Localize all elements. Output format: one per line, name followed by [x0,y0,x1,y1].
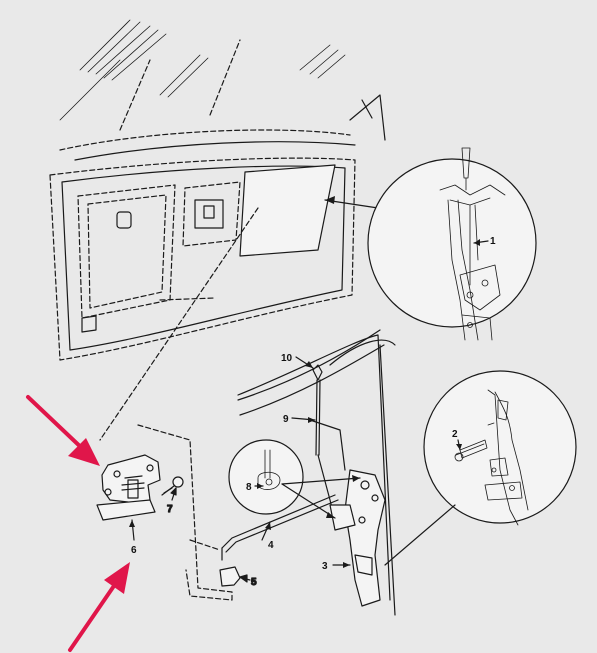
red-pointer-arrow-lower [68,562,130,652]
bolt-7: 7 [161,476,184,516]
callout-leader-3: 3 [322,561,351,572]
detail-circle-8: 8 [228,439,361,519]
rear-window-hatching [59,19,346,121]
detail-circle-1: 1 [367,147,537,341]
callout-10: 10 [281,353,293,364]
vehicle-roof-outline [59,39,386,161]
callout-leader-6: 6 [129,519,137,556]
red-pointer-arrow-upper [26,395,100,466]
callout-1: 1 [490,236,496,247]
handle-rod-dash [189,539,221,551]
detail-circle-2: 2 [423,370,577,526]
callout-8: 8 [246,482,252,493]
callout-3: 3 [322,561,328,572]
door-panel [49,157,356,361]
callout-5: 5 [251,577,257,588]
door-handle-assembly [96,454,161,521]
latch-assembly [329,469,386,607]
leader-detail2-to-latch [384,504,456,566]
handle-area-outline [137,424,233,601]
callout-6: 6 [131,545,137,556]
leader-cover-to-handle [99,207,259,441]
clip-5: 5 [219,566,258,589]
callout-2: 2 [452,429,458,440]
callout-leader-10: 10 [281,353,314,369]
callout-9: 9 [283,414,289,425]
callout-4: 4 [268,540,274,551]
leader-cover-to-detail [324,196,379,209]
callout-leader-9: 9 [283,414,316,425]
callout-leader-4: 4 [261,521,274,551]
access-cover-plate [239,164,336,257]
control-rod-lower [221,494,339,561]
callout-7: 7 [167,504,173,515]
